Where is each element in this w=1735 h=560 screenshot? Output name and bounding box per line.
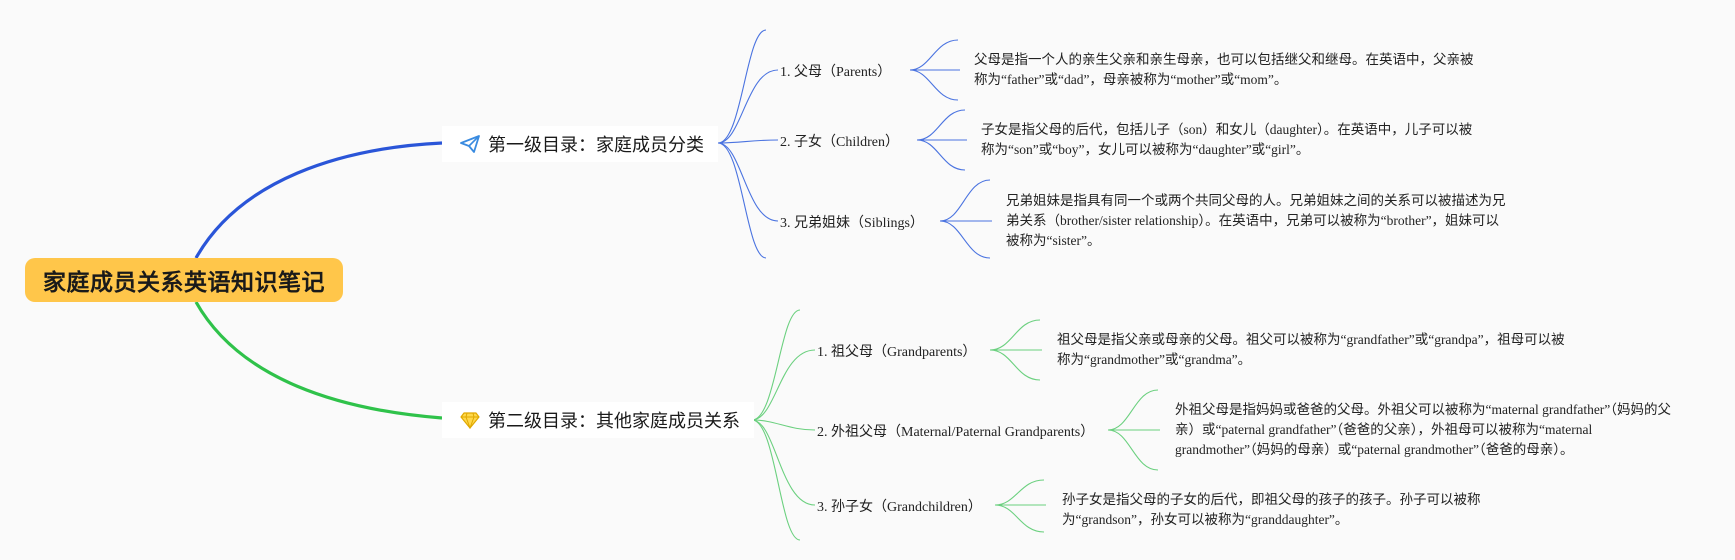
branch-label: 第二级目录：其他家庭成员关系 [488, 411, 740, 432]
branch-label: 第一级目录：家庭成员分类 [488, 135, 704, 156]
root-title: 家庭成员关系英语知识笔记 [43, 270, 325, 296]
note-maternal-paternal-grandparents[interactable]: 外祖父母是指妈妈或爸爸的父母。外祖父可以被称为“maternal grandfa… [1175, 402, 1672, 457]
subtopic-grandparents[interactable]: 1. 祖父母（Grandparents） [817, 345, 977, 360]
branch2-fan [751, 309, 1160, 541]
diamond-icon [460, 411, 480, 429]
note-parents[interactable]: 父母是指一个人的亲生父亲和亲生母亲，也可以包括继父和继母。在英语中，父亲被称为“… [974, 52, 1474, 87]
connector-root-branch2 [194, 301, 443, 420]
root-topic[interactable]: 家庭成员关系英语知识笔记 [25, 258, 343, 302]
subtopic-grandchildren[interactable]: 3. 孙子女（Grandchildren） [817, 500, 982, 515]
subtopic-parents[interactable]: 1. 父母（Parents） [780, 65, 892, 80]
subtopic-maternal-paternal-grandparents[interactable]: 2. 外祖父母（Maternal/Paternal Grandparents） [817, 425, 1095, 440]
note-siblings[interactable]: 兄弟姐妹是指具有同一个或两个共同父母的人。兄弟姐妹之间的关系可以被描述为兄弟关系… [1006, 193, 1506, 248]
branch-topic-2[interactable]: 第二级目录：其他家庭成员关系 [442, 402, 754, 438]
branch1-fan [717, 29, 992, 259]
note-children[interactable]: 子女是指父母的后代，包括儿子（son）和女儿（daughter）。在英语中，儿子… [981, 122, 1473, 157]
subtopic-siblings[interactable]: 3. 兄弟姐妹（Siblings） [780, 216, 924, 231]
paper-plane-icon [460, 135, 480, 153]
branch-topic-1[interactable]: 第一级目录：家庭成员分类 [442, 126, 718, 162]
note-grandchildren[interactable]: 孙子女是指父母的子女的后代，即祖父母的孩子的孩子。孙子可以被称为“grandso… [1062, 492, 1481, 527]
connector-root-branch1 [194, 141, 443, 259]
subtopic-children[interactable]: 2. 子女（Children） [780, 135, 899, 150]
note-grandparents[interactable]: 祖父母是指父亲或母亲的父母。祖父可以被称为“grandfather”或“gran… [1057, 332, 1565, 367]
